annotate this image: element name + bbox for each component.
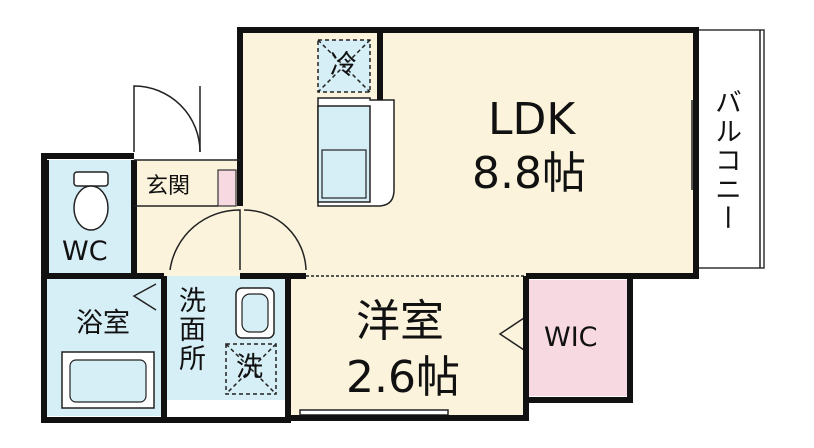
washroom-door-swing (169, 209, 241, 271)
ldk-size: 8.8帖 (472, 148, 586, 199)
wc-label: WC (62, 236, 108, 267)
ldk-floor (240, 32, 696, 276)
western-room-size: 2.6帖 (346, 352, 460, 403)
bath-door-mark (132, 283, 157, 311)
shoe-cabinet (217, 169, 237, 207)
entrance-label: 玄関 (146, 174, 191, 199)
balcony-label: バルコニー (710, 88, 741, 233)
washer-symbol: 洗 (236, 352, 263, 383)
bath-label: 浴室 (76, 308, 130, 339)
stove (321, 149, 367, 199)
wic-label: WIC (544, 322, 598, 353)
wic-door-mark (498, 317, 525, 351)
toilet-bowl (73, 185, 109, 231)
fridge-symbol: 冷 (330, 50, 357, 81)
ldk-door-swing (243, 209, 307, 271)
fridge-space (317, 39, 371, 93)
toilet-tank (73, 171, 109, 187)
wic-floor (526, 280, 630, 396)
ldk-label: LDK (488, 94, 576, 145)
balcony-outline (695, 29, 765, 269)
washroom-label: 洗面所 (174, 286, 205, 373)
western-room-label: 洋室 (356, 296, 444, 347)
western-room-floor (288, 276, 526, 416)
entrance-door-swing (133, 85, 201, 153)
